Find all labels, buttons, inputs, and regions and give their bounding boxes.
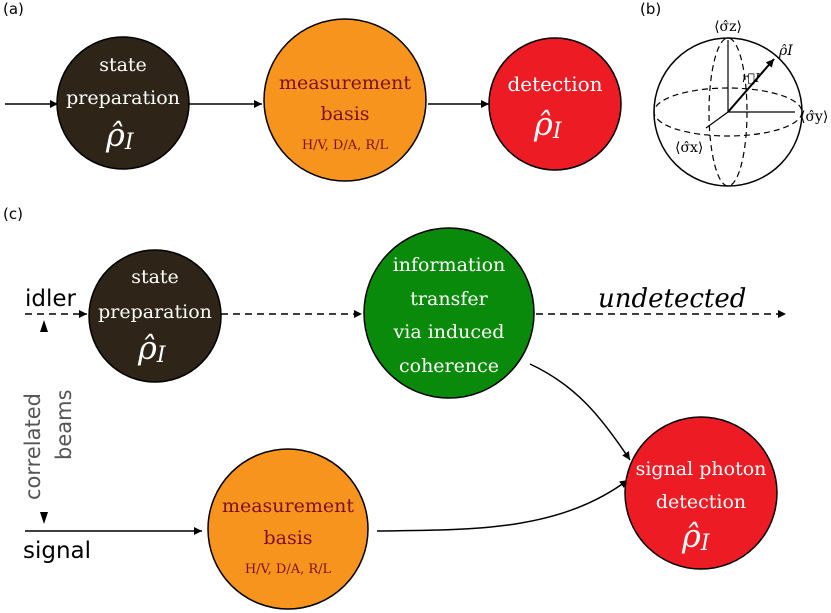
sigma-z-label: ⟨σ̂z⟩ — [714, 19, 742, 35]
info-transfer-line4: coherence — [399, 355, 499, 377]
rho-label-b: ρ̂I — [778, 43, 793, 59]
detection-circle-c — [624, 416, 778, 570]
info-transfer-circle — [363, 227, 535, 399]
panel-label-b: (b) — [640, 0, 661, 18]
measurement-line2-a: basis — [320, 103, 369, 125]
info-transfer-line3: via induced — [393, 321, 505, 343]
idler-label: idler — [25, 286, 77, 312]
state-prep-circle-c — [88, 249, 222, 383]
rho-symbol-detection-a: ρ̂I — [533, 105, 563, 144]
info-transfer-line2: transfer — [410, 288, 488, 310]
state-prep-circle-a — [56, 36, 190, 170]
measurement-line1-a: measurement — [279, 72, 411, 94]
panel-label-a: (a) — [3, 0, 24, 18]
detection-circle-a — [488, 37, 622, 171]
measurement-bases-c: H/V, D/A, R/L — [245, 562, 332, 577]
signal-label: signal — [23, 538, 91, 564]
detection-line1-c: signal photon — [636, 458, 767, 480]
sigma-y-label: ⟨σ̂y⟩ — [800, 109, 828, 125]
rho-symbol-prep-a: ρ̂I — [105, 116, 135, 155]
state-prep-line1-a: state — [99, 54, 147, 76]
beams-label: beams — [52, 389, 76, 460]
detection-label-a: detection — [507, 72, 602, 96]
measurement-line1-c: measurement — [222, 495, 354, 517]
state-prep-line2-c: preparation — [98, 301, 212, 323]
rho-symbol-detection-c: ρ̂I — [681, 517, 711, 556]
info-transfer-line1: information — [393, 254, 506, 276]
sigma-x-label: ⟨σ̂x⟩ — [675, 140, 703, 156]
measurement-bases-a: H/V, D/A, R/L — [302, 138, 389, 153]
signal-path-to-detection — [376, 479, 629, 532]
correlated-label: correlated — [21, 393, 45, 500]
info-to-detection-arrow — [529, 363, 631, 461]
rho-symbol-prep-c: ρ̂I — [137, 329, 167, 368]
bloch-sphere — [653, 37, 803, 187]
undetected-label: undetected — [598, 284, 746, 314]
idler-tick-arrow — [40, 320, 48, 332]
measurement-circle-a — [263, 18, 427, 182]
measurement-circle-c — [207, 448, 369, 610]
r-vector-label: r⃗I — [742, 71, 760, 85]
bloch-vector-arrow — [727, 58, 775, 113]
signal-tick-arrow — [40, 512, 48, 524]
detection-line2-c: detection — [656, 491, 746, 513]
state-prep-line2-a: preparation — [66, 87, 180, 109]
measurement-line2-c: basis — [263, 527, 312, 549]
state-prep-line1-c: state — [131, 266, 179, 288]
panel-label-c: (c) — [3, 205, 23, 223]
